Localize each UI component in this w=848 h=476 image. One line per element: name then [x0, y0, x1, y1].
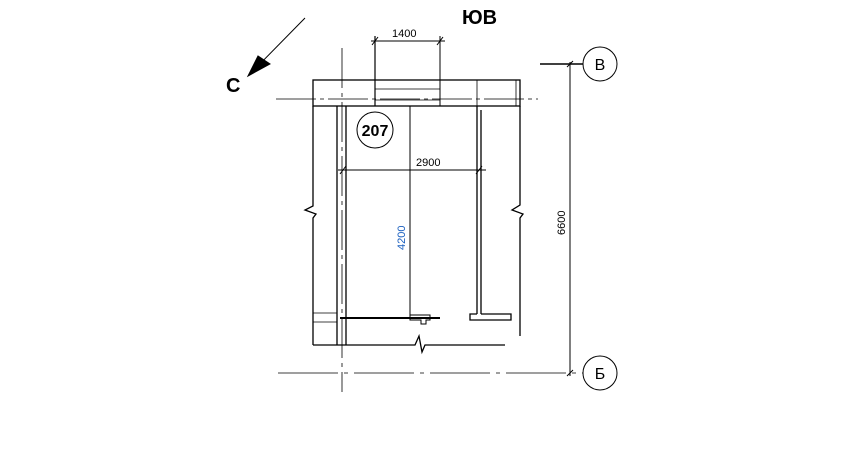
dimension-room-width-label: 2900	[416, 157, 440, 169]
direction-label-north: С	[226, 75, 240, 97]
dimension-opening-label: 1400	[392, 28, 416, 40]
dimension-room-length-label: 4200	[396, 226, 408, 250]
room-tag	[356, 111, 394, 149]
north-arrow-icon	[246, 17, 306, 78]
dimension-axis-span-label: 6600	[556, 211, 568, 235]
walls	[303, 79, 525, 355]
axis-marker-v	[582, 46, 618, 82]
axis-label-b: Б	[595, 366, 606, 383]
room-number: 207	[362, 123, 389, 140]
axis-label-v: В	[595, 57, 606, 74]
dimension-opening	[371, 36, 445, 106]
axis-marker-b	[582, 355, 618, 391]
direction-label-southeast: ЮВ	[462, 7, 497, 29]
